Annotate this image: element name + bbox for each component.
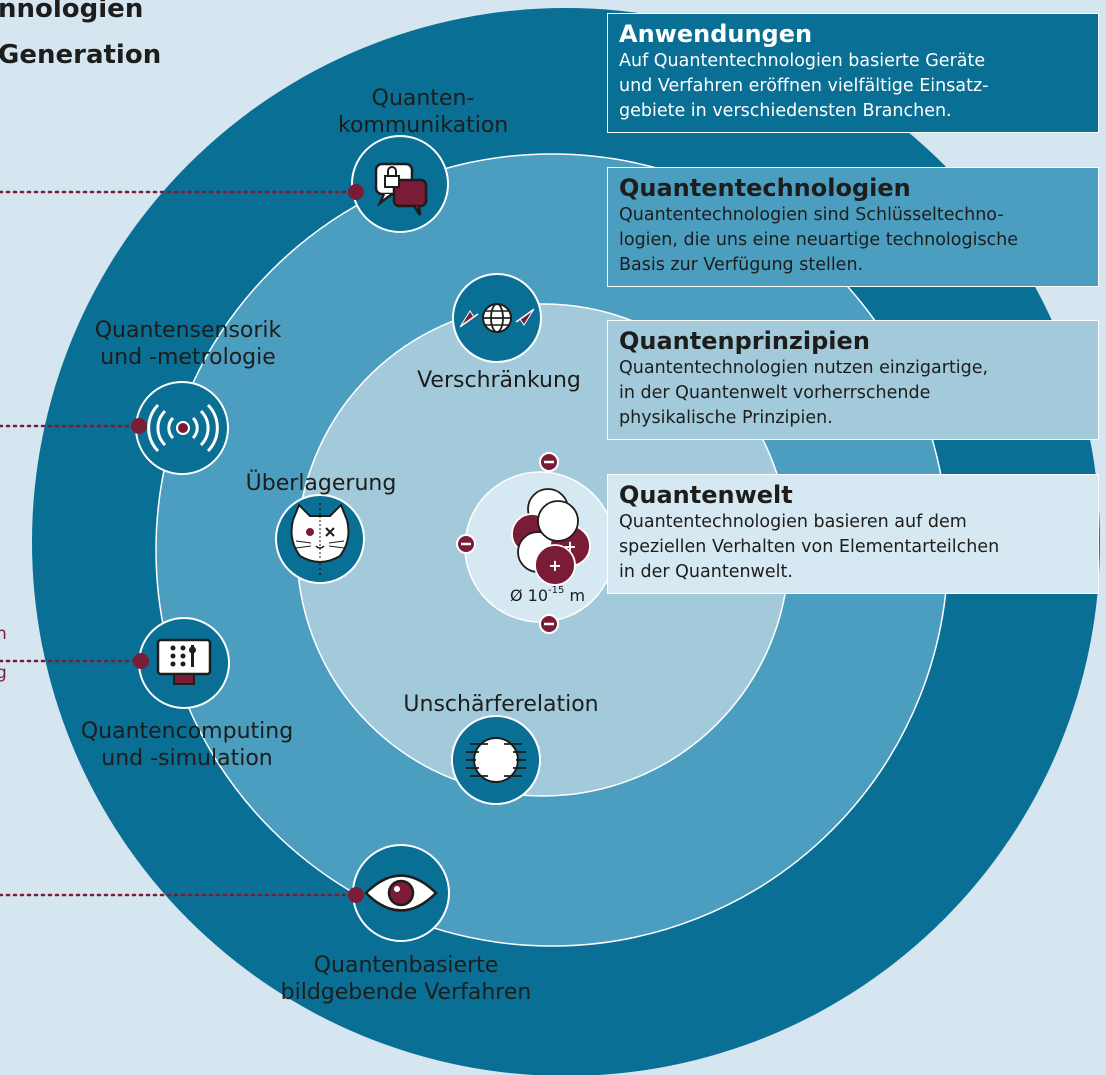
scale-unit: m bbox=[564, 586, 586, 605]
legend-box-principles: Quantenprinzipien Quantentechnologien nu… bbox=[607, 320, 1099, 440]
label-imaging: Quantenbasierte bildgebende Verfahren bbox=[280, 953, 532, 1005]
entanglement-globe-icon bbox=[452, 273, 542, 363]
connector-dot-communication bbox=[348, 184, 364, 200]
legend-title-quantum-world: Quantenwelt bbox=[619, 481, 793, 509]
connector-dot-sensing bbox=[131, 418, 147, 434]
legend-title-principles: Quantenprinzipien bbox=[619, 327, 870, 355]
legend-box-quantum-world: Quantenwelt Quantentechnologien basieren… bbox=[607, 474, 1099, 594]
page-title-line2: Generation bbox=[0, 40, 162, 70]
legend-text-quantum-world: Quantentechnologien basieren auf dem spe… bbox=[619, 512, 1000, 582]
connector-dot-computing bbox=[133, 653, 149, 669]
quantum-computer-icon bbox=[138, 617, 230, 709]
legend-title-technologies: Quantentechnologien bbox=[619, 174, 911, 202]
label-uncertainty: Unschärferelation bbox=[403, 692, 599, 717]
side-fragment-a: n bbox=[0, 624, 7, 644]
page-title-line1: nnologien bbox=[0, 0, 144, 24]
legend-text-principles: Quantentechnologien nutzen einzigartige,… bbox=[619, 358, 989, 428]
legend-text-applications: Auf Quantentechnologien basierte Geräte … bbox=[619, 51, 989, 121]
svg-text:+: + bbox=[563, 537, 576, 556]
label-superposition: Überlagerung bbox=[245, 471, 397, 496]
electron-markers bbox=[456, 452, 559, 634]
sensor-waves-icon bbox=[135, 381, 229, 475]
eye-icon bbox=[352, 844, 450, 942]
legend-box-technologies: Quantentechnologien Quantentechnologien … bbox=[607, 167, 1099, 287]
nucleus-scale-label: Ø 10-15 m bbox=[510, 584, 586, 605]
scale-prefix: Ø 10 bbox=[510, 586, 549, 605]
chat-lock-icon bbox=[351, 135, 449, 233]
label-computing: Quantencomputing und -simulation bbox=[80, 719, 294, 771]
side-fragment-b: g bbox=[0, 663, 7, 683]
label-communication: Quanten- kommunikation bbox=[338, 86, 509, 138]
scale-exponent: -15 bbox=[548, 584, 565, 596]
legend-text-technologies: Quantentechnologien sind Schlüsseltechno… bbox=[619, 205, 1019, 275]
connector-dot-imaging bbox=[348, 887, 364, 903]
label-sensing: Quantensensorik und -metrologie bbox=[94, 318, 282, 370]
cat-superposition-icon bbox=[275, 494, 365, 584]
label-entanglement: Verschränkung bbox=[417, 368, 581, 393]
connector-lines bbox=[0, 190, 352, 897]
atom-nucleus-icon: + + bbox=[511, 488, 591, 586]
uncertainty-sphere-icon bbox=[451, 715, 541, 805]
svg-text:+: + bbox=[548, 556, 561, 575]
legend-title-applications: Anwendungen bbox=[619, 20, 813, 48]
legend-box-applications: Anwendungen Auf Quantentechnologien basi… bbox=[607, 13, 1099, 133]
